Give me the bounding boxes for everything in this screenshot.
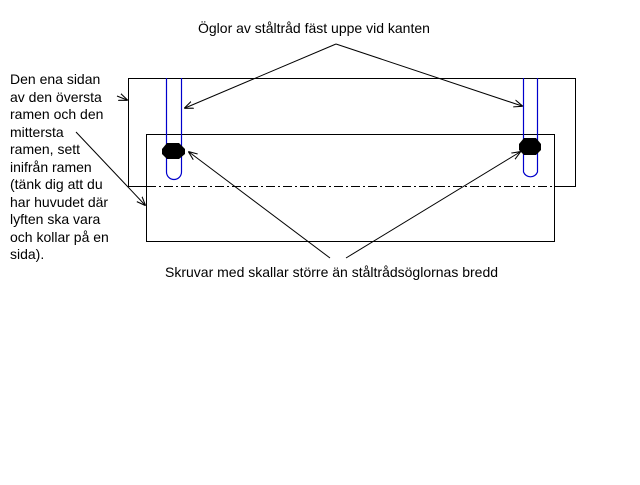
screw-label: Skruvar med skallar större än ståltrådsö… bbox=[165, 264, 499, 280]
side-label-line: Den ena sidan bbox=[10, 71, 101, 87]
wire-loop-left bbox=[165, 78, 183, 181]
loop-label: Öglor av ståltråd fäst uppe vid kanten bbox=[198, 20, 430, 36]
side-label-line: mittersta bbox=[10, 123, 64, 140]
screw-head-right bbox=[519, 138, 541, 155]
side-view-label: Den ena sidan av den översta ramen och d… bbox=[10, 71, 135, 264]
side-label-line: sida). bbox=[10, 246, 45, 262]
wire-loop-right bbox=[522, 78, 539, 178]
middle-frame bbox=[146, 134, 555, 242]
side-label-line: lyften ska vara bbox=[10, 211, 101, 227]
top-frame bbox=[128, 78, 576, 187]
screw-head-left bbox=[162, 143, 185, 159]
arrow-side-to-top-frame bbox=[116, 96, 127, 100]
arrow-side-to-middle-frame bbox=[75, 131, 145, 205]
side-label-line: ramen, sett bbox=[10, 141, 81, 157]
side-label-line: ramen och den bbox=[10, 106, 104, 122]
arrow-top-to-left-loop bbox=[185, 43, 337, 108]
arrow-bottom-to-right-screw bbox=[345, 152, 520, 259]
side-label-line: och kollar på en bbox=[10, 228, 109, 245]
side-label-line: (tänk dig att du bbox=[10, 176, 103, 192]
side-label-line: av den översta bbox=[10, 88, 102, 105]
arrow-top-to-right-loop bbox=[335, 43, 522, 106]
arrow-bottom-to-left-screw bbox=[189, 152, 331, 259]
side-label-line: har huvudet där bbox=[10, 193, 109, 210]
side-label-line: inifrån ramen bbox=[10, 158, 92, 175]
